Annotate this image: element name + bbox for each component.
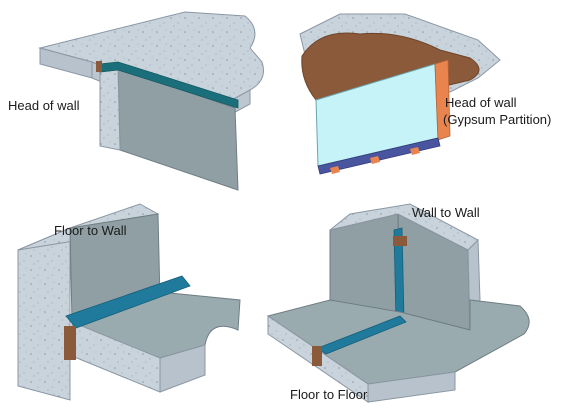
floor-to-wall-illustration <box>17 203 241 401</box>
label-head-of-wall-gypsum-line2: (Gypsum Partition) <box>443 112 552 127</box>
head-of-wall-illustration <box>38 11 264 191</box>
label-wall-to-wall: Wall to Wall <box>412 205 480 220</box>
head-of-wall-gypsum-illustration <box>299 13 501 175</box>
wall-floor-joint-illustration <box>266 203 530 403</box>
label-floor-to-floor: Floor to Floor <box>290 387 368 402</box>
label-head-of-wall-gypsum-line1: Head of wall <box>445 95 517 110</box>
label-floor-to-wall: Floor to Wall <box>54 223 127 238</box>
label-head-of-wall: Head of wall <box>8 98 80 113</box>
